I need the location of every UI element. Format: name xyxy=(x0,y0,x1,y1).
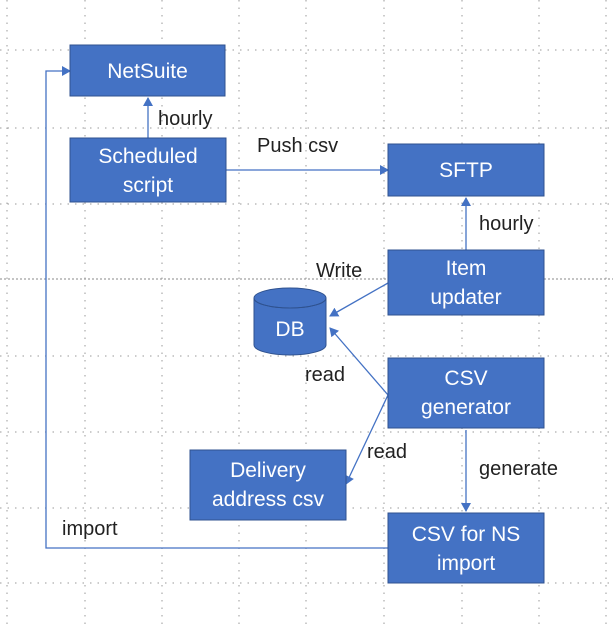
node-csv-for-ns-import-label-line2: import xyxy=(437,552,496,575)
edge-label-read-delivery: read xyxy=(367,441,407,463)
node-item-updater[interactable]: Item updater xyxy=(387,249,545,316)
node-scheduled-script[interactable]: Scheduled script xyxy=(69,137,227,203)
node-csv-generator[interactable]: CSV generator xyxy=(387,357,545,429)
node-item-updater-label-line1: Item xyxy=(446,257,487,280)
edge-labels: hourly Push csv hourly Write read read g… xyxy=(62,108,558,540)
edge-import xyxy=(45,66,388,549)
node-netsuite[interactable]: NetSuite xyxy=(69,44,226,97)
node-db-label: DB xyxy=(275,318,304,341)
node-scheduled-script-label-line1: Scheduled xyxy=(98,145,197,168)
edge-label-import: import xyxy=(62,518,118,540)
node-db[interactable]: DB xyxy=(253,287,327,356)
node-sftp-label: SFTP xyxy=(439,159,493,182)
edge-label-write: Write xyxy=(316,260,362,282)
node-csv-for-ns-import[interactable]: CSV for NS import xyxy=(387,512,545,584)
node-csv-for-ns-import-label-line1: CSV for NS xyxy=(412,523,521,546)
node-scheduled-script-label-line2: script xyxy=(123,174,173,197)
edge-label-hourly-sftp: hourly xyxy=(479,213,533,235)
node-netsuite-label: NetSuite xyxy=(107,60,188,83)
node-delivery-address-csv-label-line2: address csv xyxy=(212,488,325,511)
edge-read-delivery-csv xyxy=(344,394,389,485)
node-csv-generator-label-line2: generator xyxy=(421,396,511,419)
node-item-updater-label-line2: updater xyxy=(430,286,501,309)
edge-label-push-csv: Push csv xyxy=(257,135,338,157)
node-csv-generator-label-line1: CSV xyxy=(444,367,487,390)
node-sftp[interactable]: SFTP xyxy=(387,143,545,197)
edges xyxy=(45,66,471,549)
node-delivery-address-csv[interactable]: Delivery address csv xyxy=(189,449,347,521)
edge-label-generate: generate xyxy=(479,458,558,480)
edge-write-db xyxy=(329,282,389,317)
nodes: NetSuite Scheduled script SFTP Item upda… xyxy=(69,44,545,584)
node-delivery-address-csv-label-line1: Delivery xyxy=(230,459,306,482)
edge-label-read-db: read xyxy=(305,364,345,386)
edge-read-db xyxy=(329,327,389,396)
edge-label-hourly-netsuite: hourly xyxy=(158,108,212,130)
